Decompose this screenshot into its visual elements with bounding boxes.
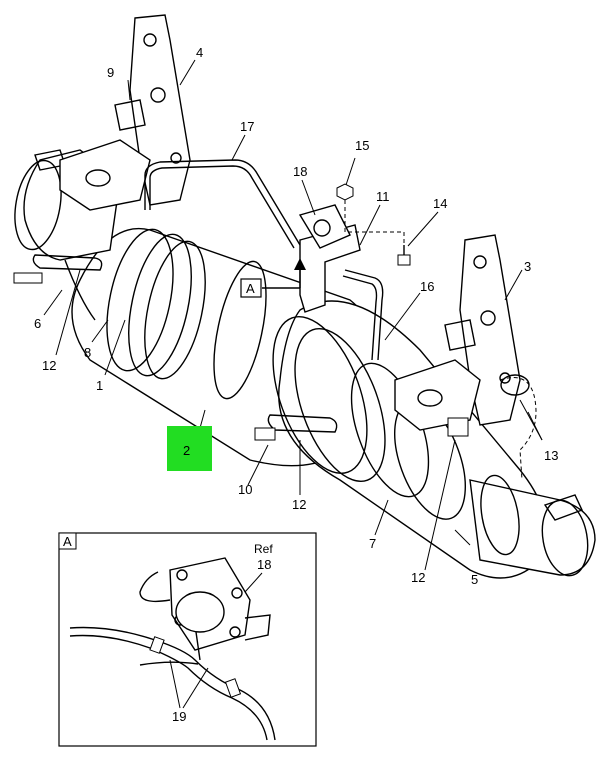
callout-3: 3 xyxy=(524,259,531,274)
callout-11: 11 xyxy=(376,189,390,204)
sensor-tube-17-outer xyxy=(149,165,295,249)
clamp-left xyxy=(32,254,103,271)
callout-19: 19 xyxy=(172,709,186,724)
harness-loop xyxy=(500,374,530,396)
callout-1: 1 xyxy=(96,378,103,393)
sensor-tube-16 xyxy=(344,269,384,361)
callout-14: 14 xyxy=(433,196,447,211)
view-marker-a: A xyxy=(240,258,306,298)
detail-view-a: A Ref 18 19 xyxy=(58,532,317,747)
clamp-tab-center xyxy=(254,427,276,441)
callout-6: 6 xyxy=(34,316,41,331)
outlet-section xyxy=(272,300,596,579)
highlight-label: 2 xyxy=(183,443,190,458)
callout-4: 4 xyxy=(196,45,203,60)
highlight-part-2 xyxy=(167,426,212,471)
detail-ref-number: 18 xyxy=(257,557,271,572)
leader-lines xyxy=(43,59,543,571)
assembly-path-14 xyxy=(344,200,405,245)
nut-15 xyxy=(336,183,354,201)
detail-ref-text: Ref xyxy=(254,542,273,556)
sensor-bracket xyxy=(298,204,361,313)
callout-15: 15 xyxy=(355,138,369,153)
detail-label: A xyxy=(63,534,72,549)
clamp-center xyxy=(267,414,338,433)
callout-12-right: 12 xyxy=(411,570,425,585)
view-marker-label: A xyxy=(246,281,255,296)
callout-8: 8 xyxy=(84,345,91,360)
callout-12-center: 12 xyxy=(292,497,306,512)
callout-7: 7 xyxy=(369,536,376,551)
left-mounting-bracket xyxy=(59,14,191,211)
callout-5: 5 xyxy=(471,572,478,587)
callout-16: 16 xyxy=(420,279,434,294)
harness-connector xyxy=(447,417,469,437)
callout-13: 13 xyxy=(544,448,558,463)
callout-12-left: 12 xyxy=(42,358,56,373)
callout-17: 17 xyxy=(240,119,254,134)
harness-13 xyxy=(499,377,537,481)
right-mounting-bracket xyxy=(394,234,521,431)
sensor-connector-6 xyxy=(13,272,43,284)
callout-10: 10 xyxy=(238,482,252,497)
bolt-14 xyxy=(397,245,411,266)
callout-18: 18 xyxy=(293,164,307,179)
sensor-tube-16-outer xyxy=(342,275,378,361)
callout-9: 9 xyxy=(107,65,114,80)
sensor-tube-17 xyxy=(144,159,301,246)
